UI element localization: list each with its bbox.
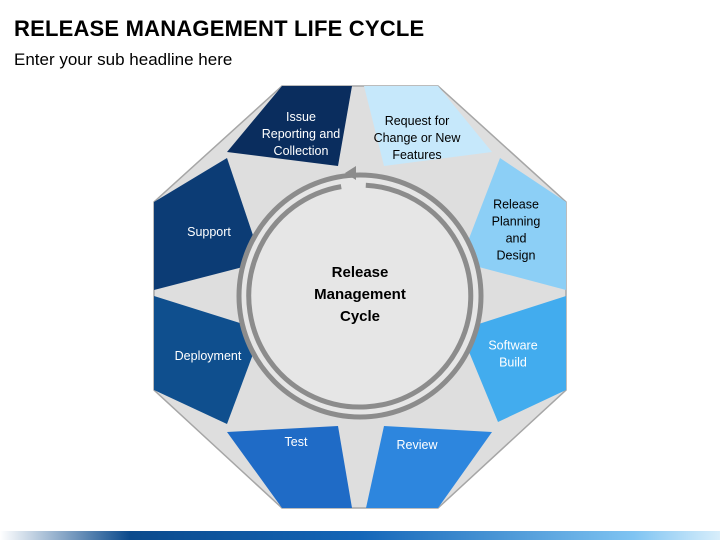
- stage-label: Test: [285, 435, 308, 449]
- stage-label-line: Issue: [286, 110, 316, 124]
- page-title: RELEASE MANAGEMENT LIFE CYCLE: [14, 16, 425, 41]
- stage-label-line: Design: [497, 249, 536, 263]
- stage-label-line: Features: [392, 148, 441, 162]
- stage-label: Support: [187, 225, 231, 239]
- stage-segment: [154, 158, 262, 290]
- stage-label-line: Collection: [274, 144, 329, 158]
- cycle-arrow-head: [345, 166, 356, 180]
- cycle-ring-inner: [246, 182, 474, 410]
- stage-label-line: Request for: [385, 114, 450, 128]
- stage-segment: [227, 426, 352, 508]
- center-label-line: Release: [332, 264, 389, 281]
- stage-label-line: Support: [187, 225, 231, 239]
- stage-label-line: Review: [397, 438, 439, 452]
- stage-segment: [460, 296, 566, 422]
- stage-label-line: Software: [488, 339, 537, 353]
- stage-label-line: Test: [285, 435, 308, 449]
- stage-segment: [366, 426, 492, 508]
- center-label-line: Cycle: [340, 308, 380, 325]
- center-label-line: Management: [314, 286, 406, 303]
- stage-label-line: Change or New: [374, 131, 462, 145]
- stage-label-line: Release: [493, 198, 539, 212]
- stage-label-line: Deployment: [175, 349, 242, 363]
- stage-segment: [364, 86, 492, 166]
- cycle-ring-outer: [236, 172, 484, 420]
- center-circle: [240, 176, 480, 416]
- stage-label-line: Planning: [492, 215, 541, 229]
- stage-label-line: Build: [499, 356, 527, 370]
- page-subtitle: Enter your sub headline here: [14, 50, 233, 69]
- footer-gradient-bar: [0, 531, 720, 540]
- stage-label: Review: [397, 438, 439, 452]
- stage-segment: [460, 158, 566, 290]
- stage-segment: [154, 296, 262, 424]
- stage-label-line: Reporting and: [262, 127, 341, 141]
- stage-label: Deployment: [175, 349, 242, 363]
- stage-label-line: and: [506, 232, 527, 246]
- stage-segment: [227, 86, 352, 166]
